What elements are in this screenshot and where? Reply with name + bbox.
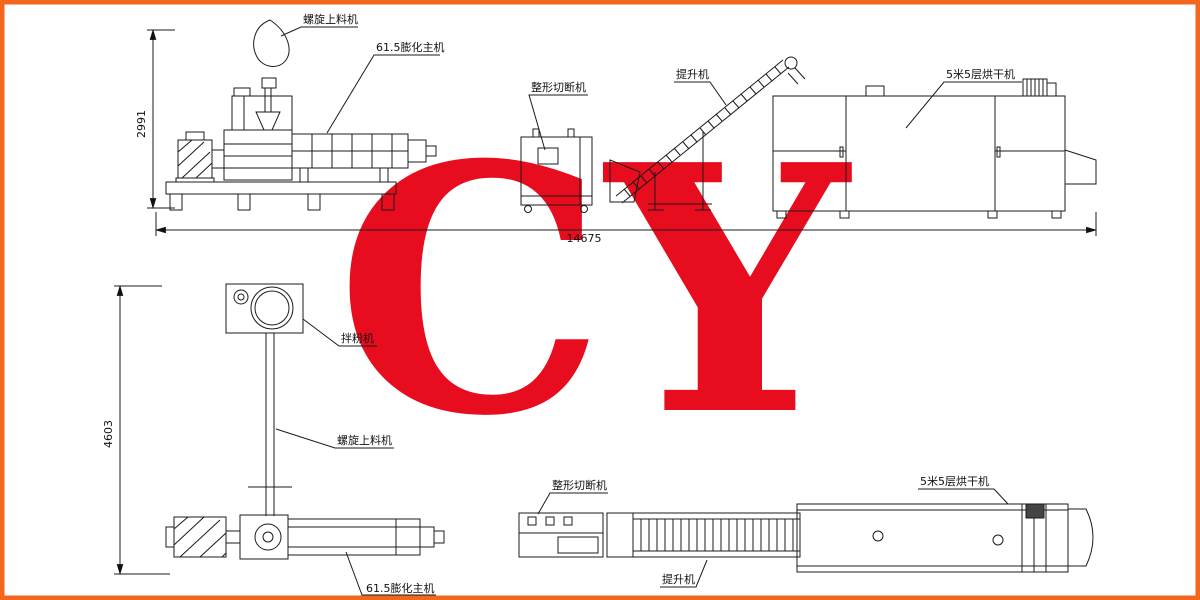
dryer-body [772,95,1066,212]
label-cutter-top: 整形切断机 [531,80,586,94]
hopper-teardrop [253,19,290,67]
dryer-body [796,503,1069,573]
drive-block [1025,503,1045,519]
belt-cleats [623,66,782,197]
head-pulley [784,56,798,70]
mixer-body [225,283,304,334]
discharge-chute [1064,149,1097,185]
label-dryer-top: 5米5层烘干机 [946,67,1015,81]
label-mixer: 拌粉机 [341,331,374,345]
belt-cleats [640,519,794,551]
label-leader [528,94,588,151]
elevator-plan: 提升机 [606,512,801,588]
elevator-side: 提升机 [609,56,806,211]
label-leader [326,54,440,134]
label-extruder-top: 61.5膨化主机 [376,40,445,54]
door-handle [996,146,1001,158]
label-leader [660,559,708,588]
dim-text-2991: 2991 [135,110,148,138]
door-handle [839,146,844,158]
label-leader [537,492,608,515]
dryer-side: 5米5层烘干机 [772,67,1097,219]
cutter-body [518,512,604,558]
motor [177,139,213,179]
dim-height-bottom: 4603 [102,284,170,576]
dryer-plan: 5米5层烘干机 [796,474,1094,573]
label-elevator-bottom: 提升机 [662,572,695,586]
mixer-plan: 拌粉机 [225,283,377,347]
label-screw-feeder-top: 螺旋上料机 [303,12,358,26]
conveyor-body [606,512,801,558]
screw-feeder-plan: 螺旋上料机 [248,333,394,516]
extruder-side: 61.5膨化主机 [165,40,445,211]
end-cap [1068,508,1094,567]
cutter-body [520,136,593,206]
label-extruder-bottom: 61.5膨化主机 [366,581,435,595]
frame [165,181,397,195]
dim-text-4603: 4603 [102,420,115,448]
cutter-plan: 整形切断机 [518,478,608,558]
label-cutter-bottom: 整形切断机 [552,478,607,492]
gearbox [223,129,293,181]
dim-text-14675: 14675 [567,232,602,245]
label-leader [674,81,727,106]
label-screw-feeder-bottom: 螺旋上料机 [337,433,392,447]
extruder-plan: 61.5膨化主机 [165,514,445,596]
label-elevator-top: 提升机 [676,67,709,81]
die-head [419,526,435,548]
label-leader [275,428,394,449]
feed-inlet [254,523,282,551]
belt-top-rail [615,59,784,197]
bottom-view: 4603 拌粉机 螺旋上料机 [102,283,1094,596]
motor [173,516,227,558]
top-view: 2991 螺旋上料机 [135,12,1098,245]
screw-feeder-side: 螺旋上料机 [253,12,358,131]
label-leader [280,26,358,37]
dim-height-top: 2991 [135,28,175,210]
brand-watermark: CY [335,92,855,491]
label-leader [918,488,1009,505]
label-leader [345,551,436,596]
feed-hopper [609,159,641,203]
linework: 2991 螺旋上料机 [102,12,1098,596]
cutter-side: 整形切断机 [520,80,593,213]
label-leader [905,81,1022,129]
barrel [287,518,421,556]
dim-length: 14675 [154,212,1098,245]
label-leader [302,318,377,347]
label-dryer-bottom: 5米5层烘干机 [920,474,989,488]
exhaust-vent [865,85,885,97]
